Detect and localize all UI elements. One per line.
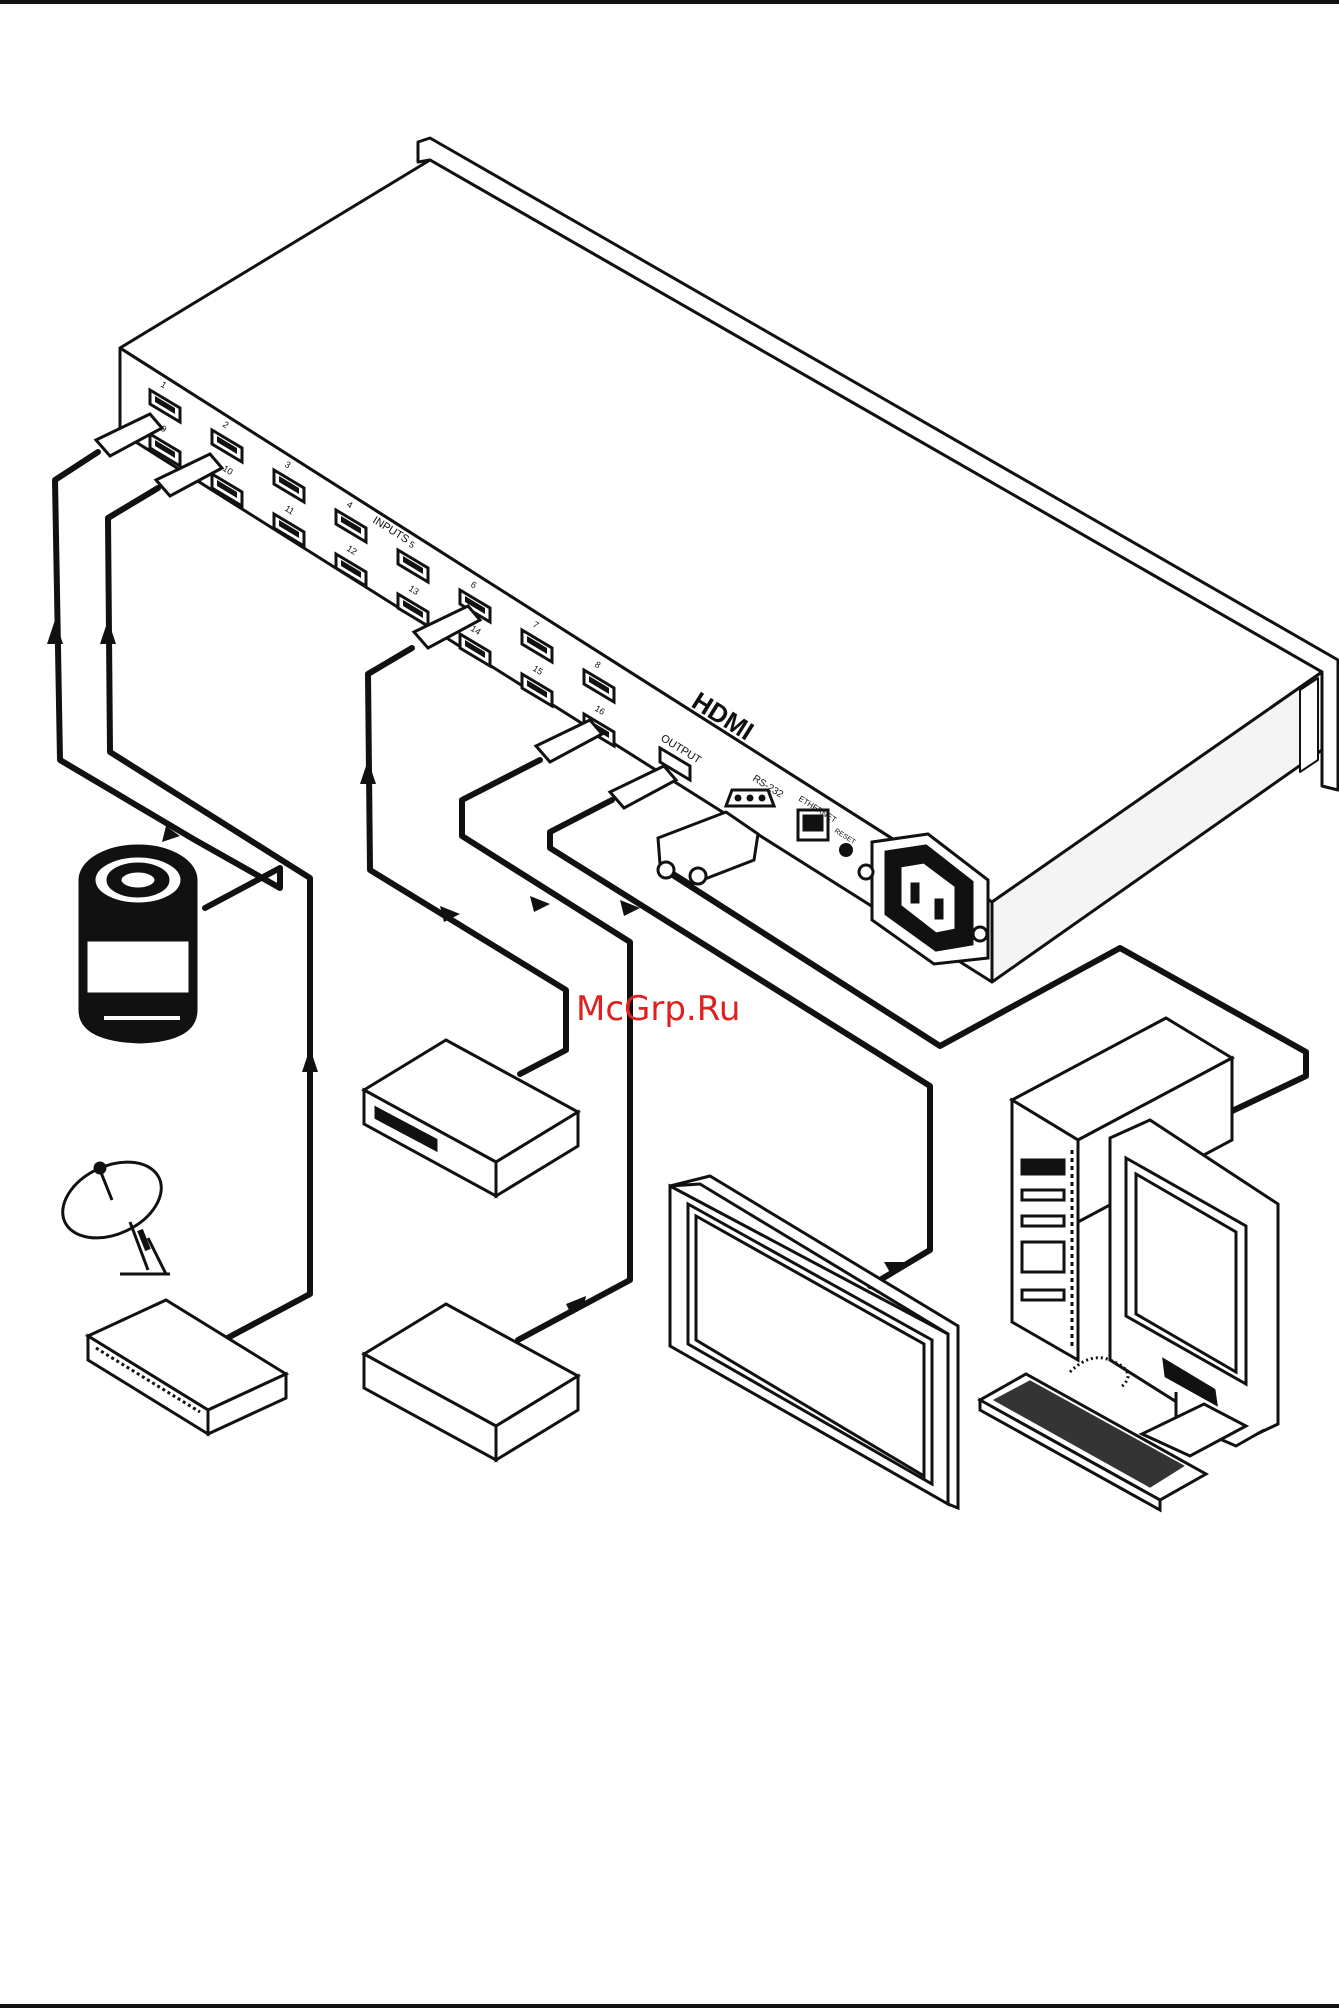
cable-dvd-1 [368,648,566,1074]
vga-connector-icon [658,812,758,884]
satellite-dish-icon [51,1147,174,1274]
watermark-text: McGrp.Ru [576,989,740,1029]
camera-icon [80,846,196,1042]
monitor-icon [1110,1120,1278,1456]
flat-panel-display-icon [670,1176,958,1508]
cable-dvd-2 [462,760,630,1340]
reset-button [840,844,852,856]
